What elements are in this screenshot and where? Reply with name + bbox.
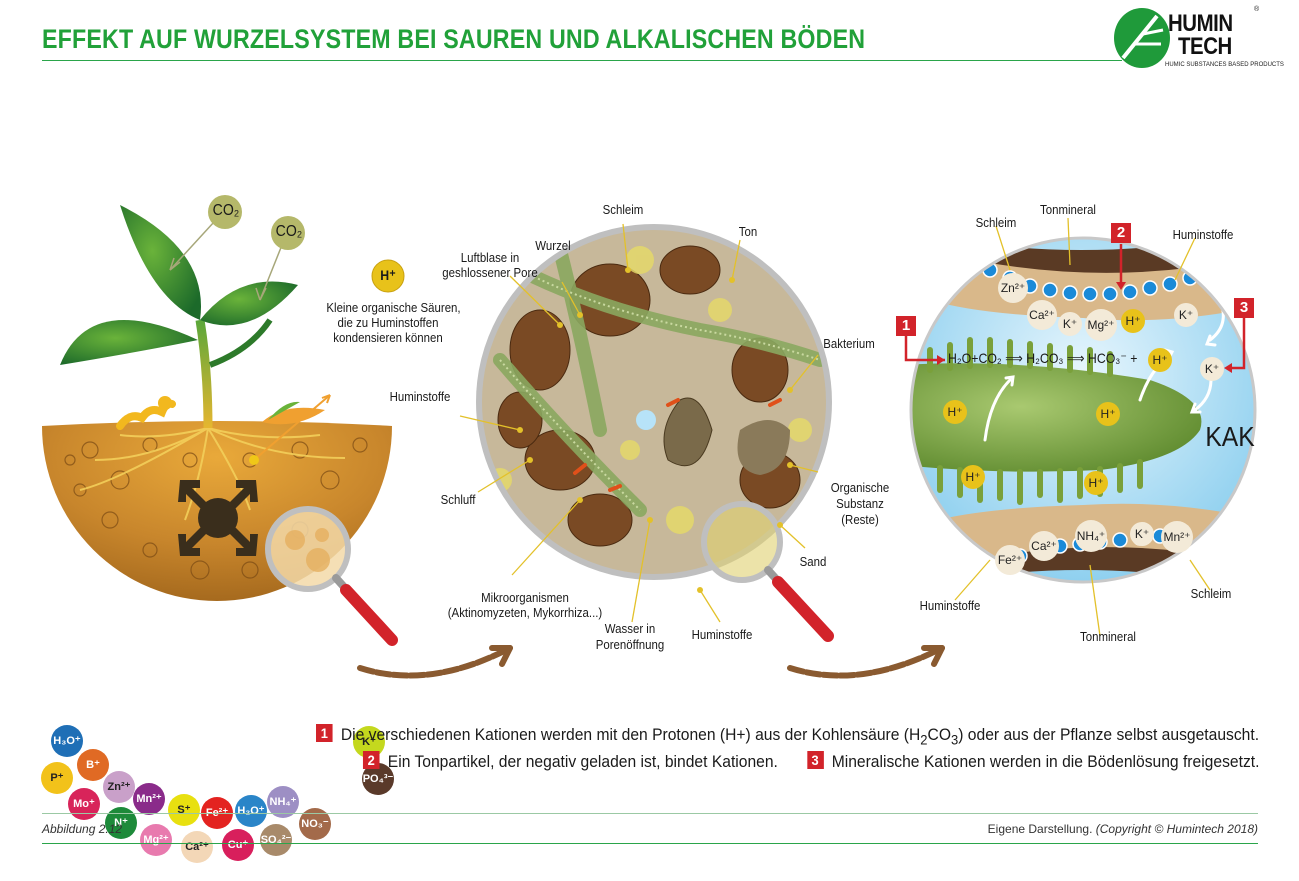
ion-bubble: Zn²⁺ xyxy=(103,771,135,803)
ion-bubble: Mg²⁺ xyxy=(140,824,172,856)
cation-bubble: Fe²⁺ xyxy=(995,545,1025,575)
registered-mark: ® xyxy=(1254,6,1260,13)
ion-bubble: Ca²⁺ xyxy=(181,831,213,863)
ion-bubble: K⁺ xyxy=(353,726,385,758)
badge-2: 2 xyxy=(1111,223,1131,243)
ion-bubble: B⁺ xyxy=(77,749,109,781)
ion-bubble: S⁺ xyxy=(168,794,200,826)
cation-bubble: K⁺ xyxy=(1174,303,1198,327)
ion-bubble: N⁺ xyxy=(105,807,137,839)
copyright-text: (Copyright © Humintech 2018) xyxy=(1095,822,1258,836)
label-schleim: Schleim xyxy=(602,202,644,217)
label-organische-line3: (Reste) xyxy=(841,512,879,527)
label-luftblase-line2: geshlossener Pore xyxy=(442,265,538,280)
note-1-text-c: ) oder aus der Pflanze selbst ausgetausc… xyxy=(958,725,1259,744)
note-2-number: 2 xyxy=(362,751,380,769)
logo-tagline: HUMIC SUBSTANCES BASED PRODUCTS xyxy=(1165,62,1284,68)
cation-bubble: Ca²⁺ xyxy=(1029,531,1059,561)
page-title: EFFEKT AUF WURZELSYSTEM BEI SAUREN UND A… xyxy=(42,24,866,54)
label-wurzel: Wurzel xyxy=(535,238,571,253)
label-ton: Ton xyxy=(738,224,758,239)
label-sand: Sand xyxy=(799,554,827,569)
label-organische-line1: Organische xyxy=(830,480,890,495)
co2-bubble-a: CO₂ xyxy=(212,202,240,219)
cation-bubble: H⁺ xyxy=(1096,402,1120,426)
cation-bubble: H⁺ xyxy=(1084,471,1108,495)
equation-arrow-2: ⟹ xyxy=(1066,350,1085,366)
acids-label-line3: kondensieren können xyxy=(333,330,443,345)
label-bakterium: Bakterium xyxy=(823,336,875,351)
leaf-logo-icon xyxy=(1114,8,1170,68)
label-tonmineral-bottom: Tonmineral xyxy=(1080,629,1136,644)
humintech-logo: HUMIN TECH ® HUMIC SUBSTANCES BASED PROD… xyxy=(1113,4,1284,74)
cation-bubble: H⁺ xyxy=(961,465,985,489)
equation-h2co3: H₂CO₃ xyxy=(1026,350,1064,366)
ion-bubble: H₃O⁺ xyxy=(51,725,83,757)
label-schleim-top: Schleim xyxy=(975,215,1017,230)
label-huminstoffe-bottom-p3: Huminstoffe xyxy=(919,598,981,613)
equation-arrow-1: ⟹ xyxy=(1005,350,1023,366)
copyright-note: Eigene Darstellung. (Copyright © Huminte… xyxy=(988,822,1258,836)
badge-3: 3 xyxy=(1234,298,1254,318)
note-3-number: 3 xyxy=(806,751,823,769)
label-schleim-bottom: Schleim xyxy=(1190,586,1232,601)
note-1: 1 Die verschiedenen Kationen werden mit d… xyxy=(315,724,1259,749)
cation-bubble: H⁺ xyxy=(1148,348,1172,372)
label-huminstoffe-top: Huminstoffe xyxy=(1172,227,1234,242)
footer-rule-top xyxy=(42,813,1258,814)
label-wasser-line2: Porenöffnung xyxy=(595,637,665,652)
ion-bubble: H₂O⁺ xyxy=(235,795,267,827)
ion-bubble: P⁺ xyxy=(41,762,73,794)
title-rule xyxy=(42,60,1122,61)
cation-bubble: K⁺ xyxy=(1058,312,1082,336)
label-huminstoffe-left: Huminstoffe xyxy=(389,389,451,404)
cation-bubble: H⁺ xyxy=(943,400,967,424)
cation-bubble: H⁺ xyxy=(1121,309,1145,333)
note-3-text: Mineralische Kationen werden in die Böde… xyxy=(831,752,1259,771)
diagram-area: CO₂ CO₂ H⁺ Kleine organische Säuren, die… xyxy=(0,190,1299,863)
note-2-text: Ein Tonpartikel, der negativ geladen ist… xyxy=(387,752,778,771)
ion-bubble: NH₄⁺ xyxy=(267,786,299,818)
cation-bubble: K⁺ xyxy=(1200,357,1224,381)
badge-1: 1 xyxy=(896,316,916,336)
note-2-and-3: 2 Ein Tonpartikel, der negativ geladen is… xyxy=(362,751,1259,772)
logo-word-tech: TECH xyxy=(1178,33,1232,60)
copyright-source: Eigene Darstellung. xyxy=(987,822,1096,836)
logo-word-humin: HUMIN xyxy=(1168,10,1233,37)
figure-caption: Abbildung 2.12 xyxy=(42,822,123,836)
label-mikroorganismen-line2: (Aktinomyzeten, Mykorrhiza...) xyxy=(447,605,603,620)
equation: H₂O+CO₂ ⟹ H₂CO₃ ⟹ HCO₃⁻ + xyxy=(948,351,1137,366)
cation-bubble: Ca²⁺ xyxy=(1027,300,1057,330)
h-plus-bubble: H⁺ xyxy=(380,267,396,283)
ion-bubble: Cu⁺ xyxy=(222,829,254,861)
note-1-text-b: CO xyxy=(927,725,951,744)
label-luftblase-line1: Luftblase in xyxy=(460,250,520,265)
note-1-text-a: Die verschiedenen Kationen werden mit de… xyxy=(340,725,921,744)
label-mikroorganismen-line1: Mikroorganismen xyxy=(481,590,569,605)
label-tonmineral-top: Tonmineral xyxy=(1040,202,1096,217)
equation-h2o-co2: H₂O+CO₂ xyxy=(948,350,1002,366)
cation-bubble: K⁺ xyxy=(1130,522,1154,546)
label-organische-line2: Substanz xyxy=(836,496,884,511)
equation-hco3: HCO₃⁻ + xyxy=(1087,350,1138,366)
footer-rule xyxy=(42,843,1258,844)
label-huminstoffe-bottom: Huminstoffe xyxy=(691,627,753,642)
cation-bubble: NH₄⁺ xyxy=(1075,520,1107,552)
note-1-sub-b: 3 xyxy=(950,732,959,749)
label-wasser-line1: Wasser in xyxy=(604,621,656,636)
ion-bubble: Mn²⁺ xyxy=(133,783,165,815)
cation-bubble: Mg²⁺ xyxy=(1085,309,1117,341)
cation-bubble: Zn²⁺ xyxy=(998,273,1028,303)
acids-label-line2: die zu Huminstoffen xyxy=(337,315,439,330)
ion-bubble: SO₄²⁻ xyxy=(260,824,292,856)
co2-bubble-b: CO₂ xyxy=(275,223,303,240)
note-1-number: 1 xyxy=(315,724,333,742)
label-kak: KAK xyxy=(1205,421,1255,452)
label-schluff: Schluff xyxy=(440,492,476,507)
cation-bubble: Mn²⁺ xyxy=(1161,521,1193,553)
ion-bubble: Mo⁺ xyxy=(68,788,100,820)
acids-label-line1: Kleine organische Säuren, xyxy=(326,300,461,315)
note-1-sub-a: 2 xyxy=(920,732,928,749)
